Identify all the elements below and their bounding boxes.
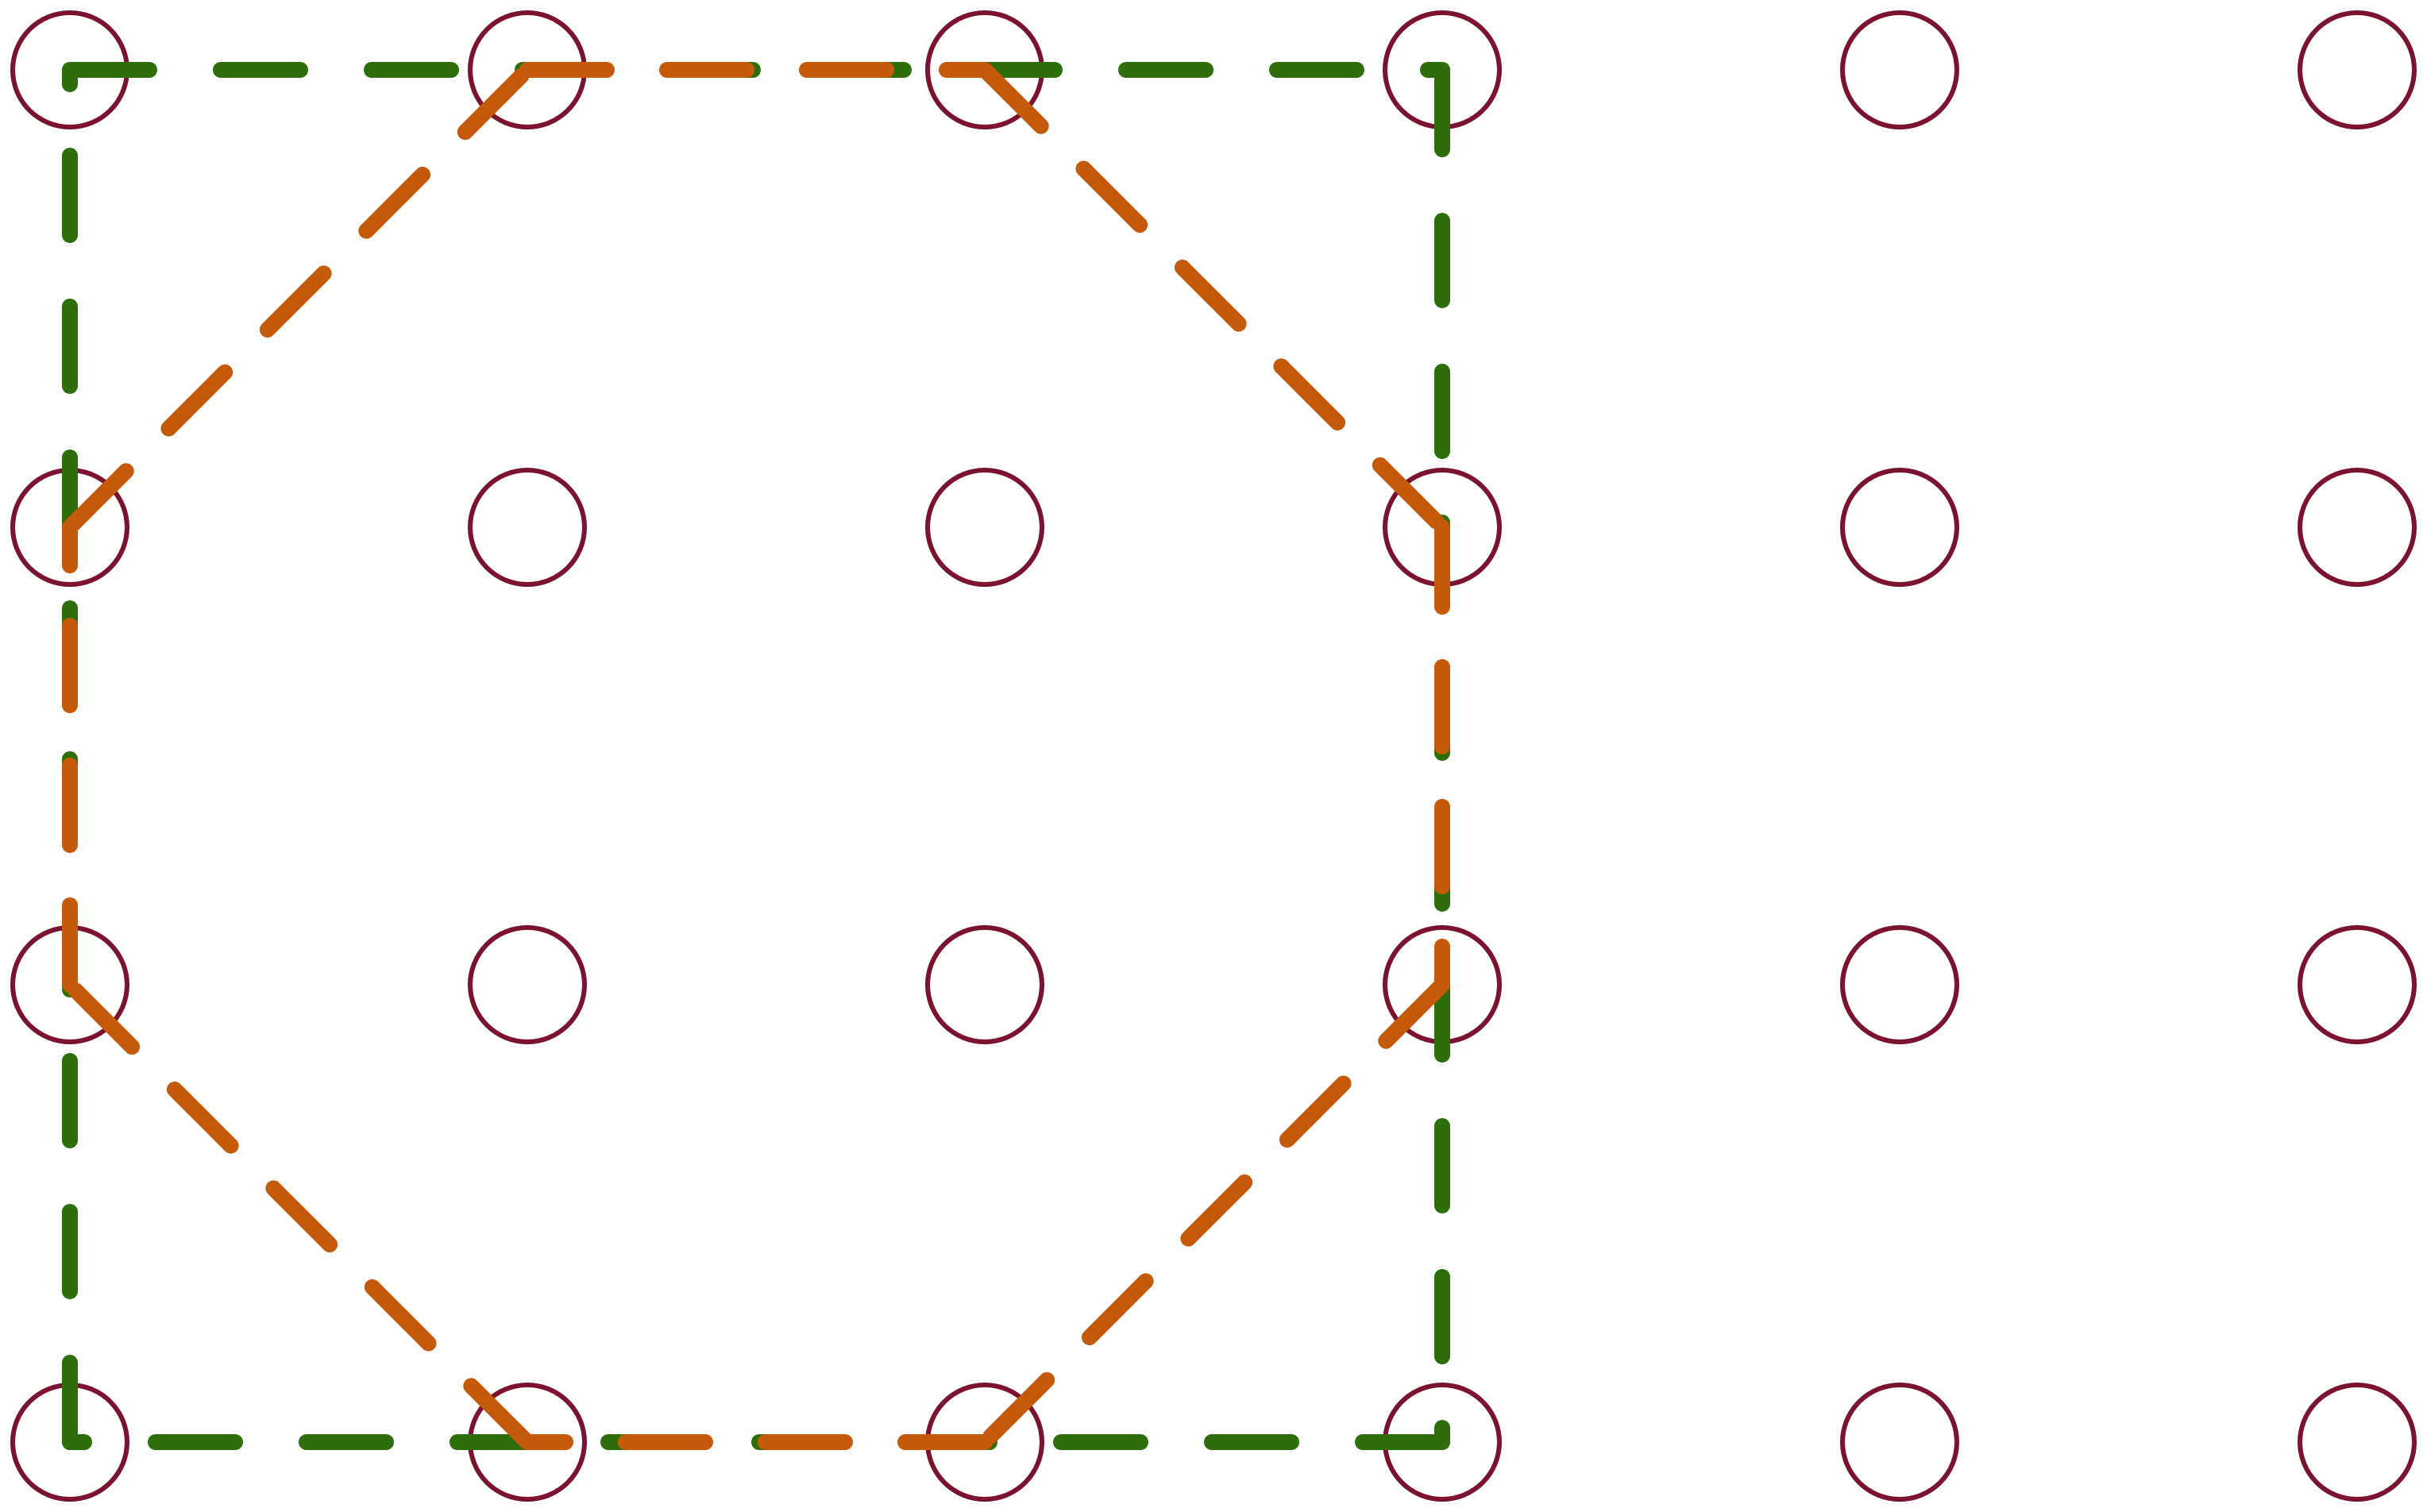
grid-dot-r2-c1 [468,925,587,1044]
grid-dot-r2-c5 [2298,925,2417,1044]
grid-dot-r0-c5 [2298,10,2417,129]
octagon-outline [62,62,1450,1450]
octagon-edge-2 [977,62,1450,535]
grid-dot-r3-c4 [1840,1383,1959,1502]
octagon-edge-8 [62,62,535,535]
octagon-edge-4 [977,977,1450,1450]
grid-dot-r2-c2 [925,925,1044,1044]
grid-dot-r1-c1 [468,468,587,587]
square-outline [62,62,1450,1450]
grid-dot-r1-c5 [2298,468,2417,587]
grid-dot-r2-c4 [1840,925,1959,1044]
grid-dots [10,10,2417,1502]
grid-dot-r1-c4 [1840,468,1959,587]
grid-dot-r1-c2 [925,468,1044,587]
grid-dot-r3-c5 [2298,1383,2417,1502]
grid-dot-r0-c4 [1840,10,1959,129]
octagon-edge-6 [62,977,535,1450]
